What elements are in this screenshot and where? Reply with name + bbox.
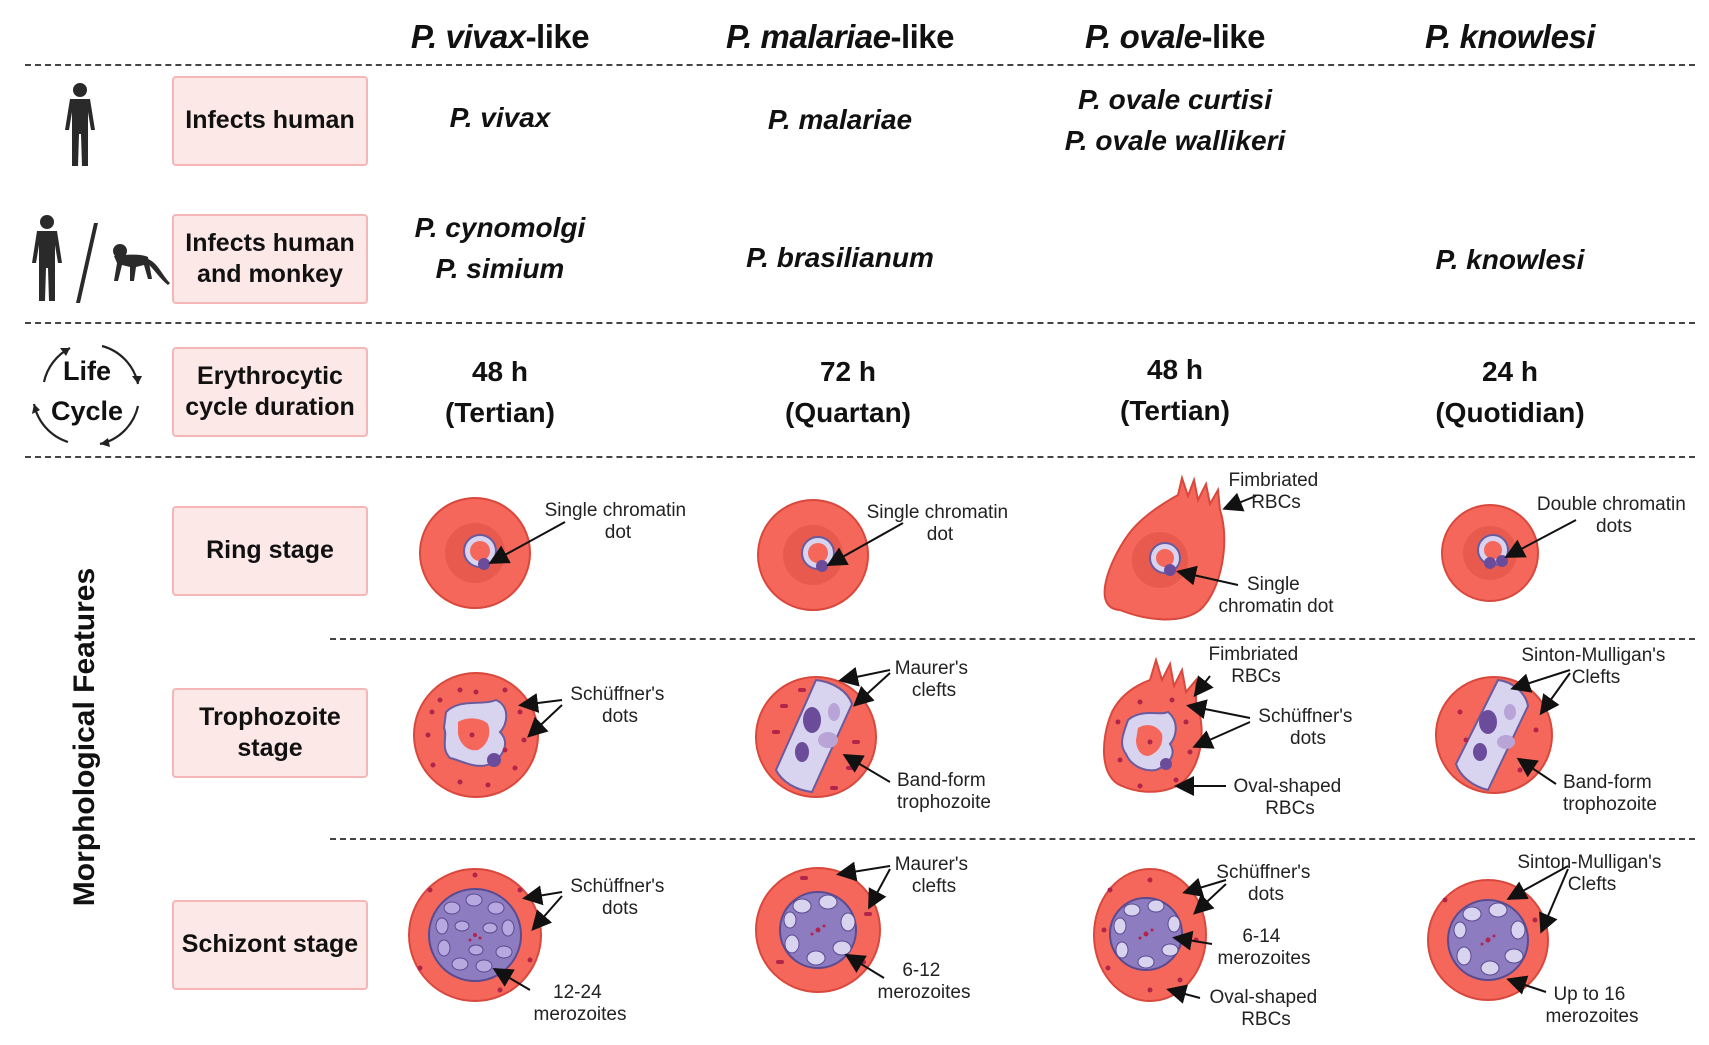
ring-vivax-annot: Single chromatin dot [545, 500, 692, 543]
cycle-knowlesi: 24 h(Quotidian) [1435, 356, 1585, 428]
schizont-ovale-annot-top: Schüffner's dots [1216, 862, 1315, 905]
human-monkey-icon [32, 215, 170, 303]
schizont-malariae-annot-bottom: 6-12 merozoites [878, 960, 971, 1003]
schizont-vivax-cell [408, 868, 542, 1002]
infects-human-ovale: P. ovale curtisi P. ovale wallikeri [1064, 84, 1286, 156]
divider-header [25, 64, 1695, 66]
ring-ovale-cell [1103, 474, 1226, 621]
cycle-vivax: 48 h(Tertian) [445, 356, 555, 428]
schizont-vivax-annot-bottom: 12-24 merozoites [534, 982, 627, 1025]
infects-human-malariae: P. malariae [767, 104, 913, 135]
ring-knowlesi-cell [1441, 504, 1539, 602]
life-cycle-icon [32, 344, 142, 447]
ring-knowlesi-annot: Double chromatin dots [1537, 494, 1691, 537]
schizont-ovale-annot-mid: 6-14 merozoites [1218, 926, 1311, 969]
trophozoite-ovale-cell [1103, 656, 1203, 793]
trophozoite-knowlesi-cell [1435, 676, 1553, 794]
trophozoite-malariae-cell [755, 676, 877, 798]
label-infects-human: Infects human [172, 76, 368, 166]
label-ring-stage: Ring stage [172, 506, 368, 596]
column-header-malariae: P. malariae-like [725, 18, 955, 55]
label-schizont-stage: Schizont stage [172, 900, 368, 990]
trophozoite-malariae-annot-bottom: Band-form trophozoite [897, 770, 991, 813]
cycle-ovale: 48 h(Tertian) [1120, 354, 1230, 426]
trophozoite-vivax-annot: Schüffner's dots [570, 684, 669, 727]
schizont-knowlesi-annot-top: Sinton-Mulligan's Clefts [1517, 852, 1666, 895]
schizont-vivax-annot-top: Schüffner's dots [570, 876, 669, 919]
infects-human-monkey-knowlesi: P. knowlesi [1435, 244, 1585, 275]
life-cycle-word-1: Life [62, 356, 111, 386]
trophozoite-ovale-annot-mid: Schüffner's dots [1258, 706, 1357, 749]
ring-malariae-annot: Single chromatin dot [867, 502, 1014, 545]
ring-ovale-annot-top: Fimbriated RBCs [1228, 470, 1323, 513]
infects-human-vivax: P. vivax [449, 102, 551, 133]
column-header-vivax: P. vivax-like [410, 18, 590, 55]
trophozoite-ovale-annot-top: Fimbriated RBCs [1208, 644, 1303, 687]
divider-cycle [25, 456, 1695, 458]
human-icon [65, 83, 95, 166]
schizont-ovale-annot-bottom: Oval-shaped RBCs [1209, 987, 1322, 1030]
trophozoite-knowlesi-annot-top: Sinton-Mulligan's Clefts [1521, 645, 1670, 688]
column-header-ovale: P. ovale-like [1084, 18, 1266, 55]
trophozoite-knowlesi-dots [1457, 709, 1539, 773]
schizont-knowlesi-annot-bottom: Up to 16 merozoites [1546, 984, 1639, 1027]
life-cycle-word-2: Cycle [50, 396, 124, 426]
schizont-knowlesi-cell [1427, 879, 1549, 1001]
cycle-malariae: 72 h(Quartan) [785, 356, 911, 428]
divider-ring [330, 638, 1695, 640]
schizont-malariae-cell [755, 867, 881, 993]
trophozoite-ovale-annot-bottom: Oval-shaped RBCs [1233, 776, 1346, 819]
ring-vivax-cell [419, 497, 531, 609]
infects-human-monkey-vivax: P. cynomolgi P. simium [414, 212, 586, 284]
trophozoite-knowlesi-annot-bottom: Band-form trophozoite [1563, 772, 1657, 815]
divider-trophozoite [330, 838, 1695, 840]
trophozoite-malariae-annot-top: Maurer's clefts [895, 658, 974, 701]
schizont-ovale-cell [1093, 868, 1207, 1002]
infects-human-monkey-malariae: P. brasilianum [746, 242, 934, 273]
column-header-knowlesi: P. knowlesi [1425, 18, 1595, 55]
divider-hosts [25, 322, 1695, 324]
ring-malariae-cell [757, 499, 869, 611]
ring-ovale-annot-bottom: Single chromatin dot [1218, 574, 1334, 617]
schizont-malariae-annot-top: Maurer's clefts [895, 854, 974, 897]
